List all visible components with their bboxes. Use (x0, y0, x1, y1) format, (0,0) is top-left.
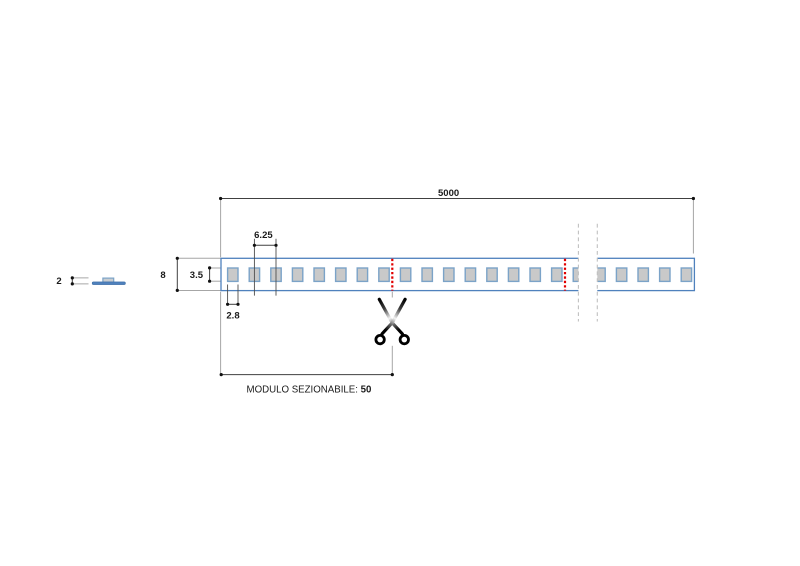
svg-text:3.5: 3.5 (190, 270, 204, 281)
svg-text:2: 2 (56, 276, 61, 287)
svg-text:2.8: 2.8 (226, 311, 239, 322)
svg-text:8: 8 (160, 270, 165, 281)
svg-text:6.25: 6.25 (254, 230, 273, 241)
svg-text:5000: 5000 (438, 188, 459, 199)
svg-text:MODULO SEZIONABILE: 50: MODULO SEZIONABILE: 50 (247, 384, 372, 395)
